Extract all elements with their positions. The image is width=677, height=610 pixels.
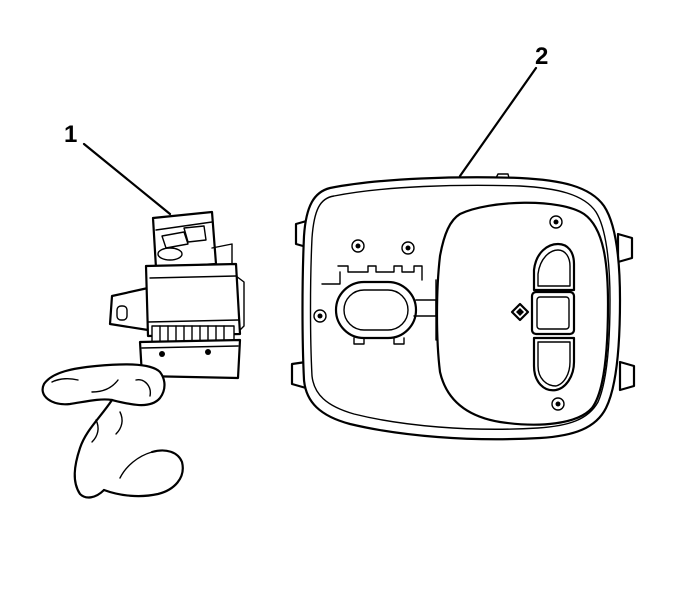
hand xyxy=(41,363,184,499)
callout-1-label: 1 xyxy=(64,121,77,148)
callout-1: 1 xyxy=(64,121,172,216)
housing-switch-opening xyxy=(321,265,437,345)
console-housing xyxy=(290,173,636,441)
housing-button-middle xyxy=(530,290,576,336)
housing-screw-holes xyxy=(313,215,565,411)
diamond-indicator-icon xyxy=(510,302,530,322)
switch-body xyxy=(144,262,242,338)
callout-2-label: 2 xyxy=(535,43,548,70)
switch-module xyxy=(108,210,245,380)
callout-2-leader xyxy=(458,66,538,178)
callout-2: 2 xyxy=(458,43,548,178)
switch-mount-tab xyxy=(108,286,150,332)
switch-mount-hole xyxy=(116,305,128,321)
housing-clip-right-top xyxy=(616,232,634,264)
housing-button-top xyxy=(532,242,576,292)
housing-button-bottom xyxy=(532,336,576,392)
switch-latch-slot xyxy=(157,247,183,261)
housing-clip-right-bottom xyxy=(618,360,636,392)
hand-thumb xyxy=(41,363,166,407)
callout-1-leader xyxy=(82,142,172,216)
